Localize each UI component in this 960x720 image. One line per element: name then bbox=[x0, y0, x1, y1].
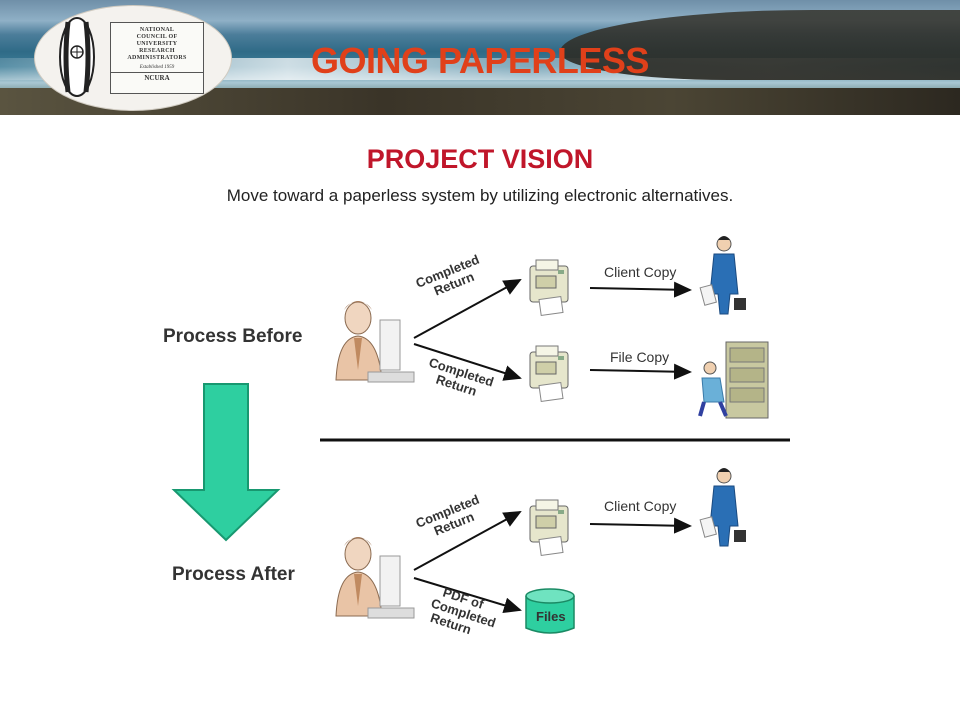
printer-icon bbox=[529, 259, 569, 316]
file-cabinet-icon bbox=[698, 341, 769, 419]
logo-line-2: COUNCIL OF bbox=[136, 34, 178, 40]
section-heading: PROJECT VISION bbox=[366, 144, 594, 174]
person-icon bbox=[335, 300, 415, 383]
logo-line-1: NATIONAL bbox=[139, 27, 175, 33]
completed-return-label: Completed Return bbox=[427, 355, 496, 399]
client-person-icon bbox=[699, 235, 747, 315]
pdf-completed-return-label: PDF of Completed Return bbox=[429, 585, 498, 638]
completed-return-label: Completed Return bbox=[414, 252, 482, 299]
printer-icon bbox=[529, 499, 569, 556]
client-copy-label: Client Copy bbox=[604, 264, 676, 280]
process-before-label: Process Before bbox=[163, 326, 302, 347]
printer-icon bbox=[529, 345, 569, 402]
process-after-label: Process After bbox=[172, 564, 295, 585]
logo-established: Established 1959 bbox=[139, 65, 175, 70]
logo-text-box: NATIONAL COUNCIL OF UNIVERSITY RESEARCH … bbox=[110, 22, 204, 94]
files-database-icon: Files bbox=[525, 588, 575, 634]
file-copy-label: File Copy bbox=[610, 349, 669, 365]
logo-line-3: UNIVERSITY bbox=[136, 41, 178, 47]
person-icon bbox=[335, 536, 415, 619]
client-copy-label: Client Copy bbox=[604, 498, 676, 514]
section-description: Move toward a paperless system by utiliz… bbox=[226, 186, 734, 205]
process-diagram: Process Before Process After Completed R… bbox=[163, 235, 790, 638]
files-label: Files bbox=[536, 609, 566, 624]
down-arrow-icon bbox=[171, 383, 281, 542]
logo-line-4: RESEARCH bbox=[139, 48, 175, 54]
client-person-icon bbox=[699, 467, 747, 547]
page-title: GOING PAPERLESS bbox=[311, 40, 649, 81]
shield-icon bbox=[59, 17, 95, 97]
logo-acronym: NCURA bbox=[111, 72, 203, 82]
logo-line-5: ADMINISTRATORS bbox=[127, 55, 187, 61]
